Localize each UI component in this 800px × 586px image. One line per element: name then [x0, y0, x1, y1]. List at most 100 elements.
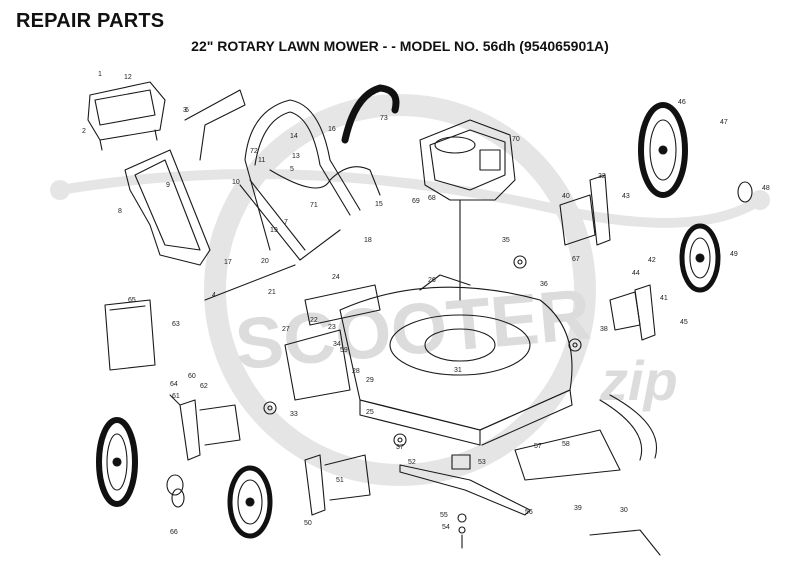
callout: 11	[258, 157, 265, 164]
callout: 5	[290, 166, 294, 173]
hub-cap-part	[737, 181, 753, 203]
callout: 1	[98, 71, 102, 78]
callout: 52	[408, 459, 416, 466]
callout: 63	[172, 321, 180, 328]
callout: 28	[352, 368, 360, 375]
callout: 34	[333, 341, 341, 348]
callout: 48	[762, 185, 770, 192]
callout: 58	[562, 441, 570, 448]
callout: 55	[440, 512, 448, 519]
page-title: REPAIR PARTS	[16, 10, 165, 32]
callout: 44	[632, 270, 640, 277]
callout: 17	[224, 259, 232, 266]
callout: 3	[183, 107, 187, 114]
diagram-subtitle: 22" ROTARY LAWN MOWER - - MODEL NO. 56dh…	[191, 38, 609, 54]
callout: 2	[82, 128, 86, 135]
callout: 56	[525, 509, 533, 516]
callout: 38	[600, 326, 608, 333]
callout: 31	[454, 367, 462, 374]
callout: 9	[166, 182, 170, 189]
callout: 6	[185, 107, 189, 114]
upper-handle-wire-part	[184, 89, 246, 161]
watermark-suffix: zip	[599, 349, 678, 412]
callout: 50	[304, 520, 312, 527]
callout: 49	[730, 251, 738, 258]
callout: 33	[290, 411, 298, 418]
bag-frame-part	[124, 149, 211, 266]
callout: 54	[442, 524, 450, 531]
callout: 14	[290, 133, 298, 140]
mower-deck-part	[339, 274, 573, 446]
callout: 21	[268, 289, 276, 296]
callout: 53	[478, 459, 486, 466]
wheel-front-right	[679, 223, 721, 293]
callout: 66	[170, 529, 178, 536]
callout: 27	[282, 326, 290, 333]
wheel-rear-right	[638, 102, 688, 198]
callout: 7	[284, 219, 288, 226]
bag-handle-part	[87, 81, 166, 151]
callout: 46	[678, 99, 686, 106]
callout: 40	[562, 193, 570, 200]
height-adjuster-front	[304, 454, 371, 516]
callout: 57	[534, 443, 542, 450]
watermark: SCOOTER zip	[50, 94, 770, 486]
discharge-chute-part	[514, 394, 657, 481]
callout: 12	[124, 74, 132, 81]
fasteners	[166, 255, 661, 556]
callout: 36	[540, 281, 548, 288]
callout: 29	[366, 377, 374, 384]
callout: 47	[720, 119, 728, 126]
callout: 60	[188, 373, 196, 380]
callout: 23	[328, 324, 336, 331]
height-adjuster-rear-right	[559, 174, 611, 246]
callout: 71	[310, 202, 318, 209]
callout: 25	[366, 409, 374, 416]
callout: 62	[200, 383, 208, 390]
hub-cap-part-left	[171, 488, 185, 508]
callout: 70	[512, 136, 520, 143]
control-bar-part	[341, 84, 400, 144]
engine-part	[419, 119, 516, 301]
callout: 37	[396, 444, 404, 451]
callout: 64	[170, 381, 178, 388]
wheel-front-left	[227, 465, 273, 539]
rear-baffle-part	[304, 284, 381, 326]
callout: 45	[680, 319, 688, 326]
rear-flap-part	[104, 299, 156, 371]
callout: 13	[292, 153, 300, 160]
callout: 19	[270, 227, 278, 234]
callout: 35	[502, 237, 510, 244]
control-cable-part	[269, 166, 381, 196]
axle-rod-part	[204, 264, 296, 301]
height-adjuster-left	[169, 394, 241, 461]
callout: 4	[212, 292, 216, 299]
callout: 59	[340, 347, 348, 354]
callout: 65	[128, 297, 136, 304]
callout: 20	[261, 258, 269, 265]
callout-labels: 1 12 2 3 73 70 46 47 48 49 16 14 15 11 1…	[82, 71, 770, 536]
callout: 72	[250, 148, 258, 155]
callout: 42	[648, 257, 656, 264]
callout: 51	[336, 477, 344, 484]
callout: 73	[380, 115, 388, 122]
blade-part	[399, 454, 531, 516]
callout: 43	[622, 193, 630, 200]
callout: 41	[660, 295, 668, 302]
callout: 8	[118, 208, 122, 215]
callout: 22	[310, 317, 318, 324]
callout: 30	[620, 507, 628, 514]
callout: 69	[412, 198, 420, 205]
rear-skirt-part	[284, 329, 351, 401]
height-adjuster-front-right	[609, 284, 656, 341]
lower-handle-part	[239, 179, 341, 261]
callout: 18	[364, 237, 372, 244]
callout: 16	[328, 126, 336, 133]
callout: 15	[375, 201, 383, 208]
wheel-rear-left	[96, 417, 138, 507]
callout: 61	[172, 393, 180, 400]
callout: 32	[598, 173, 606, 180]
callout: 26	[428, 277, 436, 284]
callout: 67	[572, 256, 580, 263]
